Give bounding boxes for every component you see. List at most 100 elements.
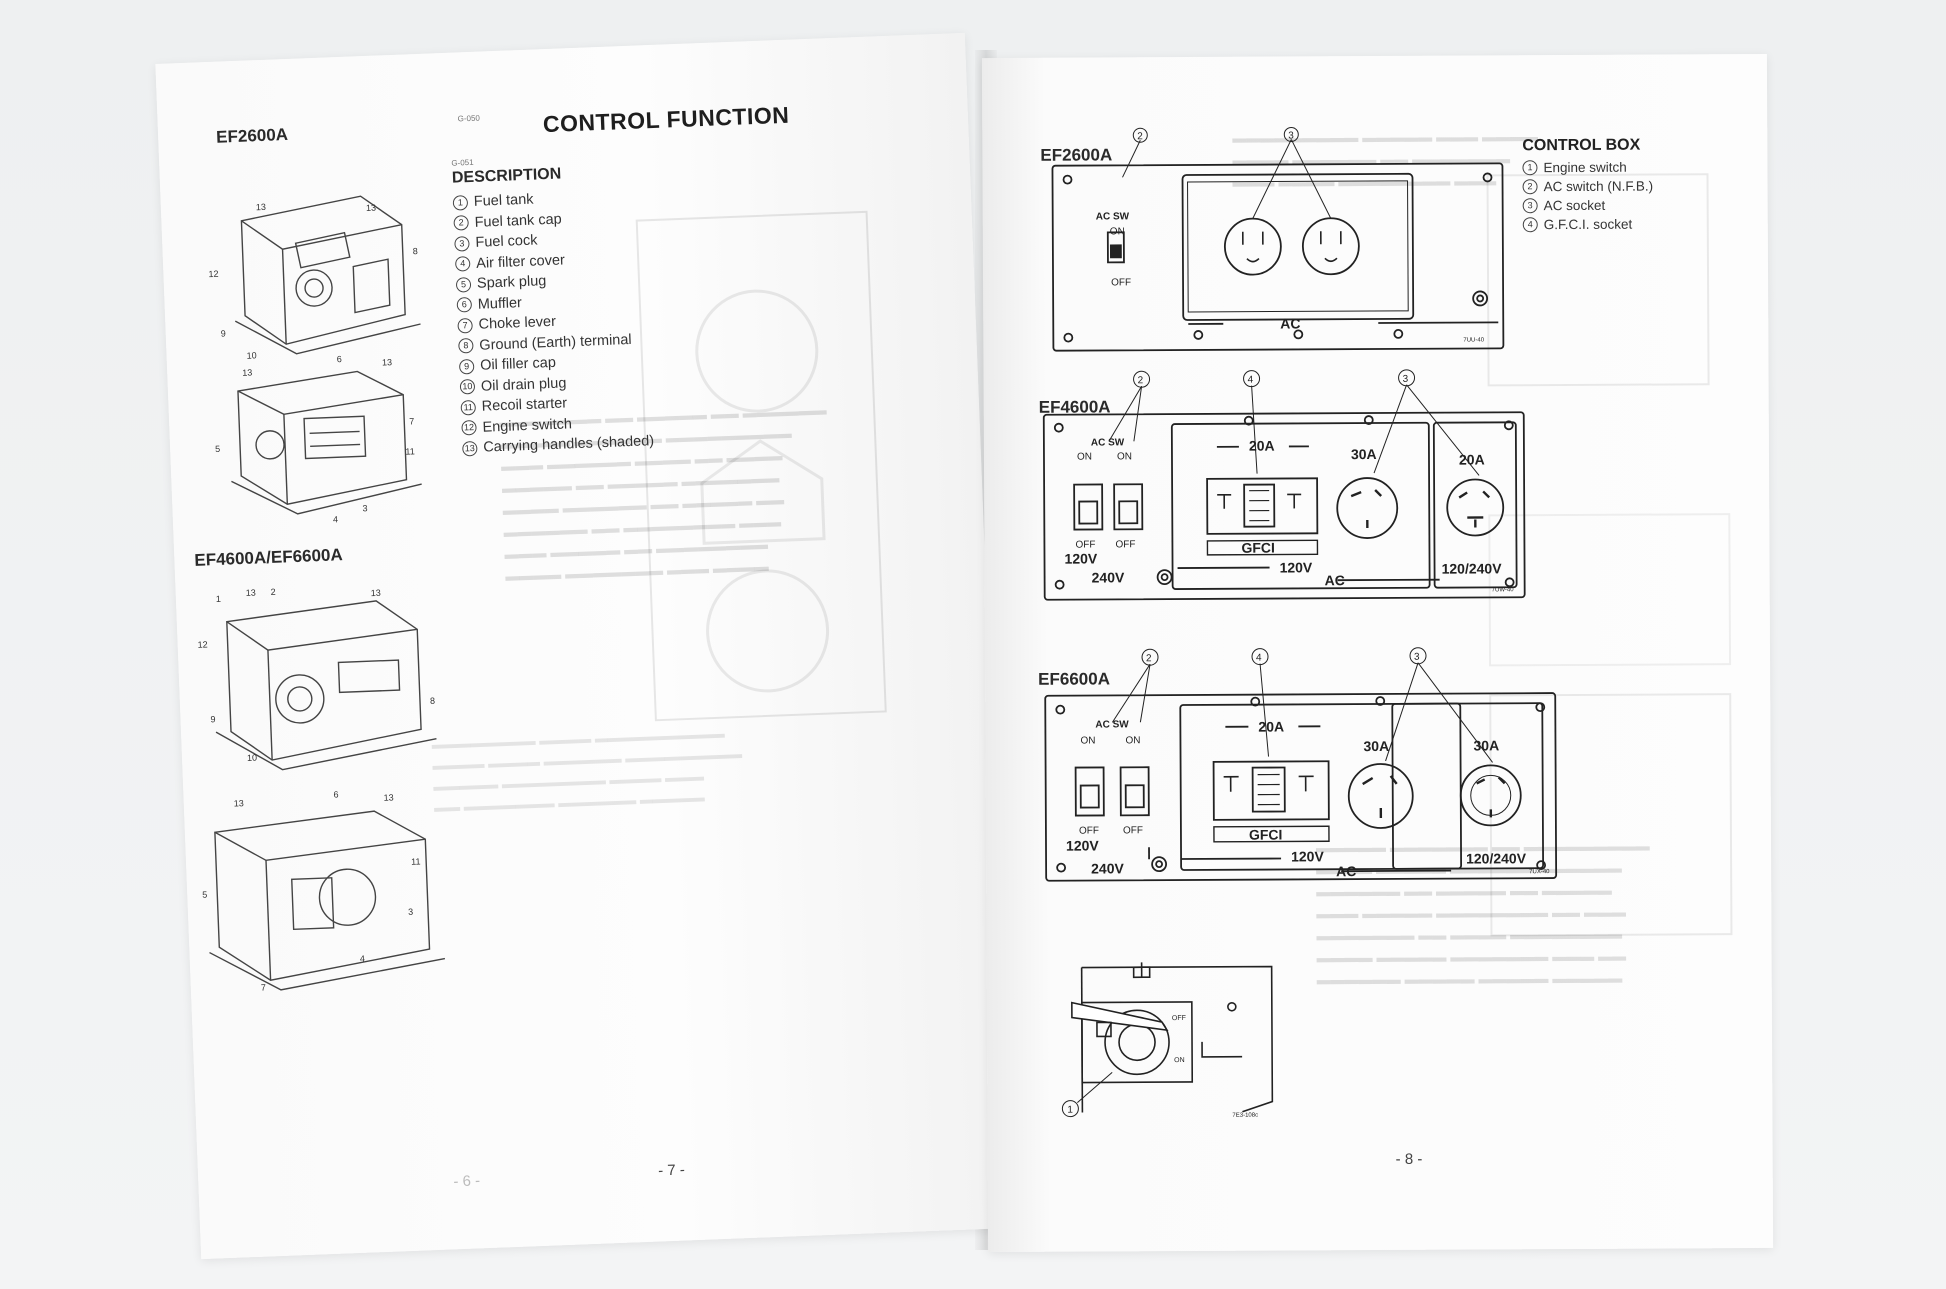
engine-switch-illustration: 1 OFF ON 7E3-108c	[1061, 962, 1274, 1119]
section-code: G-050	[457, 113, 481, 124]
rating-20a: 20A	[1249, 438, 1275, 454]
bleed-page-number: - 6 -	[453, 1172, 481, 1191]
description-code: G-051	[451, 157, 474, 168]
callout-1: 1	[1067, 1105, 1073, 1116]
callout-3: 3	[1288, 130, 1294, 141]
voltage-120v: 120V	[1066, 837, 1099, 853]
svg-text:9: 9	[210, 714, 215, 724]
page-title: CONTROL FUNCTION	[542, 101, 790, 138]
item-number: 8	[458, 338, 474, 354]
on-label-right: ON	[1117, 451, 1132, 462]
voltage-240v: 240V	[1092, 569, 1125, 585]
rating-20a: 20A	[1258, 718, 1284, 734]
svg-text:12: 12	[197, 639, 207, 649]
item-label: Muffler	[477, 294, 523, 313]
rating-30a: 30A	[1351, 446, 1377, 462]
item-label: Spark plug	[476, 273, 547, 292]
svg-text:13: 13	[246, 588, 256, 598]
left-page: ▬▬▬ ▬▬▬▬ ▬▬ ▬▬▬▬▬ ▬▬ ▬▬▬▬▬▬▬▬▬▬▬ ▬▬▬▬ ▬▬…	[155, 32, 1011, 1260]
item-label: AC switch (N.F.B.)	[1543, 178, 1654, 195]
callout-3: 3	[1403, 374, 1409, 385]
off-label: OFF	[1111, 277, 1131, 288]
voltage-120v-gfci: 120V	[1280, 559, 1313, 575]
description-heading: DESCRIPTION	[451, 165, 562, 187]
svg-text:4: 4	[333, 514, 338, 524]
svg-text:3: 3	[408, 907, 413, 917]
off-label-right: OFF	[1123, 825, 1143, 836]
callout-4: 4	[1256, 653, 1262, 664]
callout-2: 2	[1146, 653, 1152, 664]
item-number: 11	[460, 399, 477, 416]
svg-text:7: 7	[261, 982, 266, 992]
item-number: 2	[453, 215, 469, 231]
svg-text:10: 10	[247, 753, 257, 763]
callout-3: 3	[1414, 652, 1420, 663]
panel-code: 7UU-40	[1463, 337, 1484, 343]
svg-text:6: 6	[337, 354, 342, 364]
item-number: 1	[452, 194, 469, 211]
svg-text:13: 13	[366, 203, 376, 213]
item-number: 3	[1522, 198, 1538, 214]
switch-on-label: ON	[1174, 1057, 1185, 1064]
panel-code: 7UX-40	[1529, 869, 1550, 875]
voltage-240v: 240V	[1091, 860, 1124, 876]
voltage-120v: 120V	[1064, 550, 1097, 566]
control-panel-ef2600a: 2 3 AC SW ON OFF AC 7UU-40	[1051, 126, 1505, 352]
svg-text:10: 10	[246, 350, 256, 360]
svg-text:13: 13	[382, 357, 392, 367]
item-number: 10	[459, 379, 476, 395]
page-number-right: - 8 -	[1395, 1150, 1423, 1168]
illustration-code: 7E3-108c	[1232, 1113, 1258, 1119]
item-number: 4	[454, 256, 471, 272]
svg-text:6: 6	[333, 789, 338, 799]
callout-4: 4	[1248, 375, 1254, 386]
switch-off-label: OFF	[1172, 1015, 1186, 1022]
item-label: Fuel cock	[475, 232, 538, 251]
svg-text:13: 13	[234, 798, 244, 808]
svg-text:13: 13	[383, 792, 393, 802]
bleed-through-illustration	[635, 210, 887, 722]
svg-text:11: 11	[411, 856, 421, 866]
ac-sw-label: AC SW	[1096, 211, 1130, 222]
callout-2: 2	[1137, 131, 1143, 142]
gfci-label: GFCI	[1241, 540, 1275, 556]
svg-text:9: 9	[221, 328, 226, 338]
page-number-left: - 7 -	[657, 1161, 686, 1180]
off-label-left: OFF	[1075, 539, 1095, 550]
ac-label: AC	[1280, 315, 1300, 331]
item-label: Fuel tank cap	[474, 211, 562, 231]
item-number: 13	[462, 440, 478, 457]
svg-text:8: 8	[413, 246, 418, 256]
item-number: 2	[1522, 179, 1538, 195]
list-item: 2 AC switch (N.F.B.)	[1522, 177, 1654, 197]
svg-text:5: 5	[202, 890, 207, 900]
voltage-120-240v: 120/240V	[1442, 560, 1503, 576]
ac-sw-label: AC SW	[1095, 719, 1129, 730]
ac-sw-label: AC SW	[1091, 437, 1125, 448]
ac-label: AC	[1336, 863, 1356, 879]
panel-code: 7UW-40	[1492, 587, 1515, 593]
item-label: Engine switch	[1543, 159, 1627, 176]
svg-text:5: 5	[215, 444, 220, 454]
item-number: 4	[1522, 217, 1538, 233]
on-label-right: ON	[1125, 735, 1140, 746]
off-label-left: OFF	[1079, 825, 1099, 836]
control-panel-ef4600a: 2 4 3 AC SW ON ON OFF OFF 20A 30A 20A GF…	[1042, 369, 1526, 601]
svg-text:7: 7	[409, 416, 414, 426]
svg-text:4: 4	[360, 954, 365, 964]
on-label-left: ON	[1077, 451, 1092, 462]
rating-20a-twist: 20A	[1459, 451, 1485, 467]
item-label: G.F.C.I. socket	[1543, 216, 1633, 233]
svg-text:13: 13	[242, 367, 252, 377]
svg-text:11: 11	[405, 446, 415, 456]
svg-text:13: 13	[256, 202, 266, 212]
svg-text:13: 13	[371, 588, 381, 598]
item-label: Oil filler cap	[479, 354, 557, 374]
voltage-120v-gfci: 120V	[1291, 848, 1324, 864]
model-label-ef2600a: EF2600A	[215, 124, 289, 147]
